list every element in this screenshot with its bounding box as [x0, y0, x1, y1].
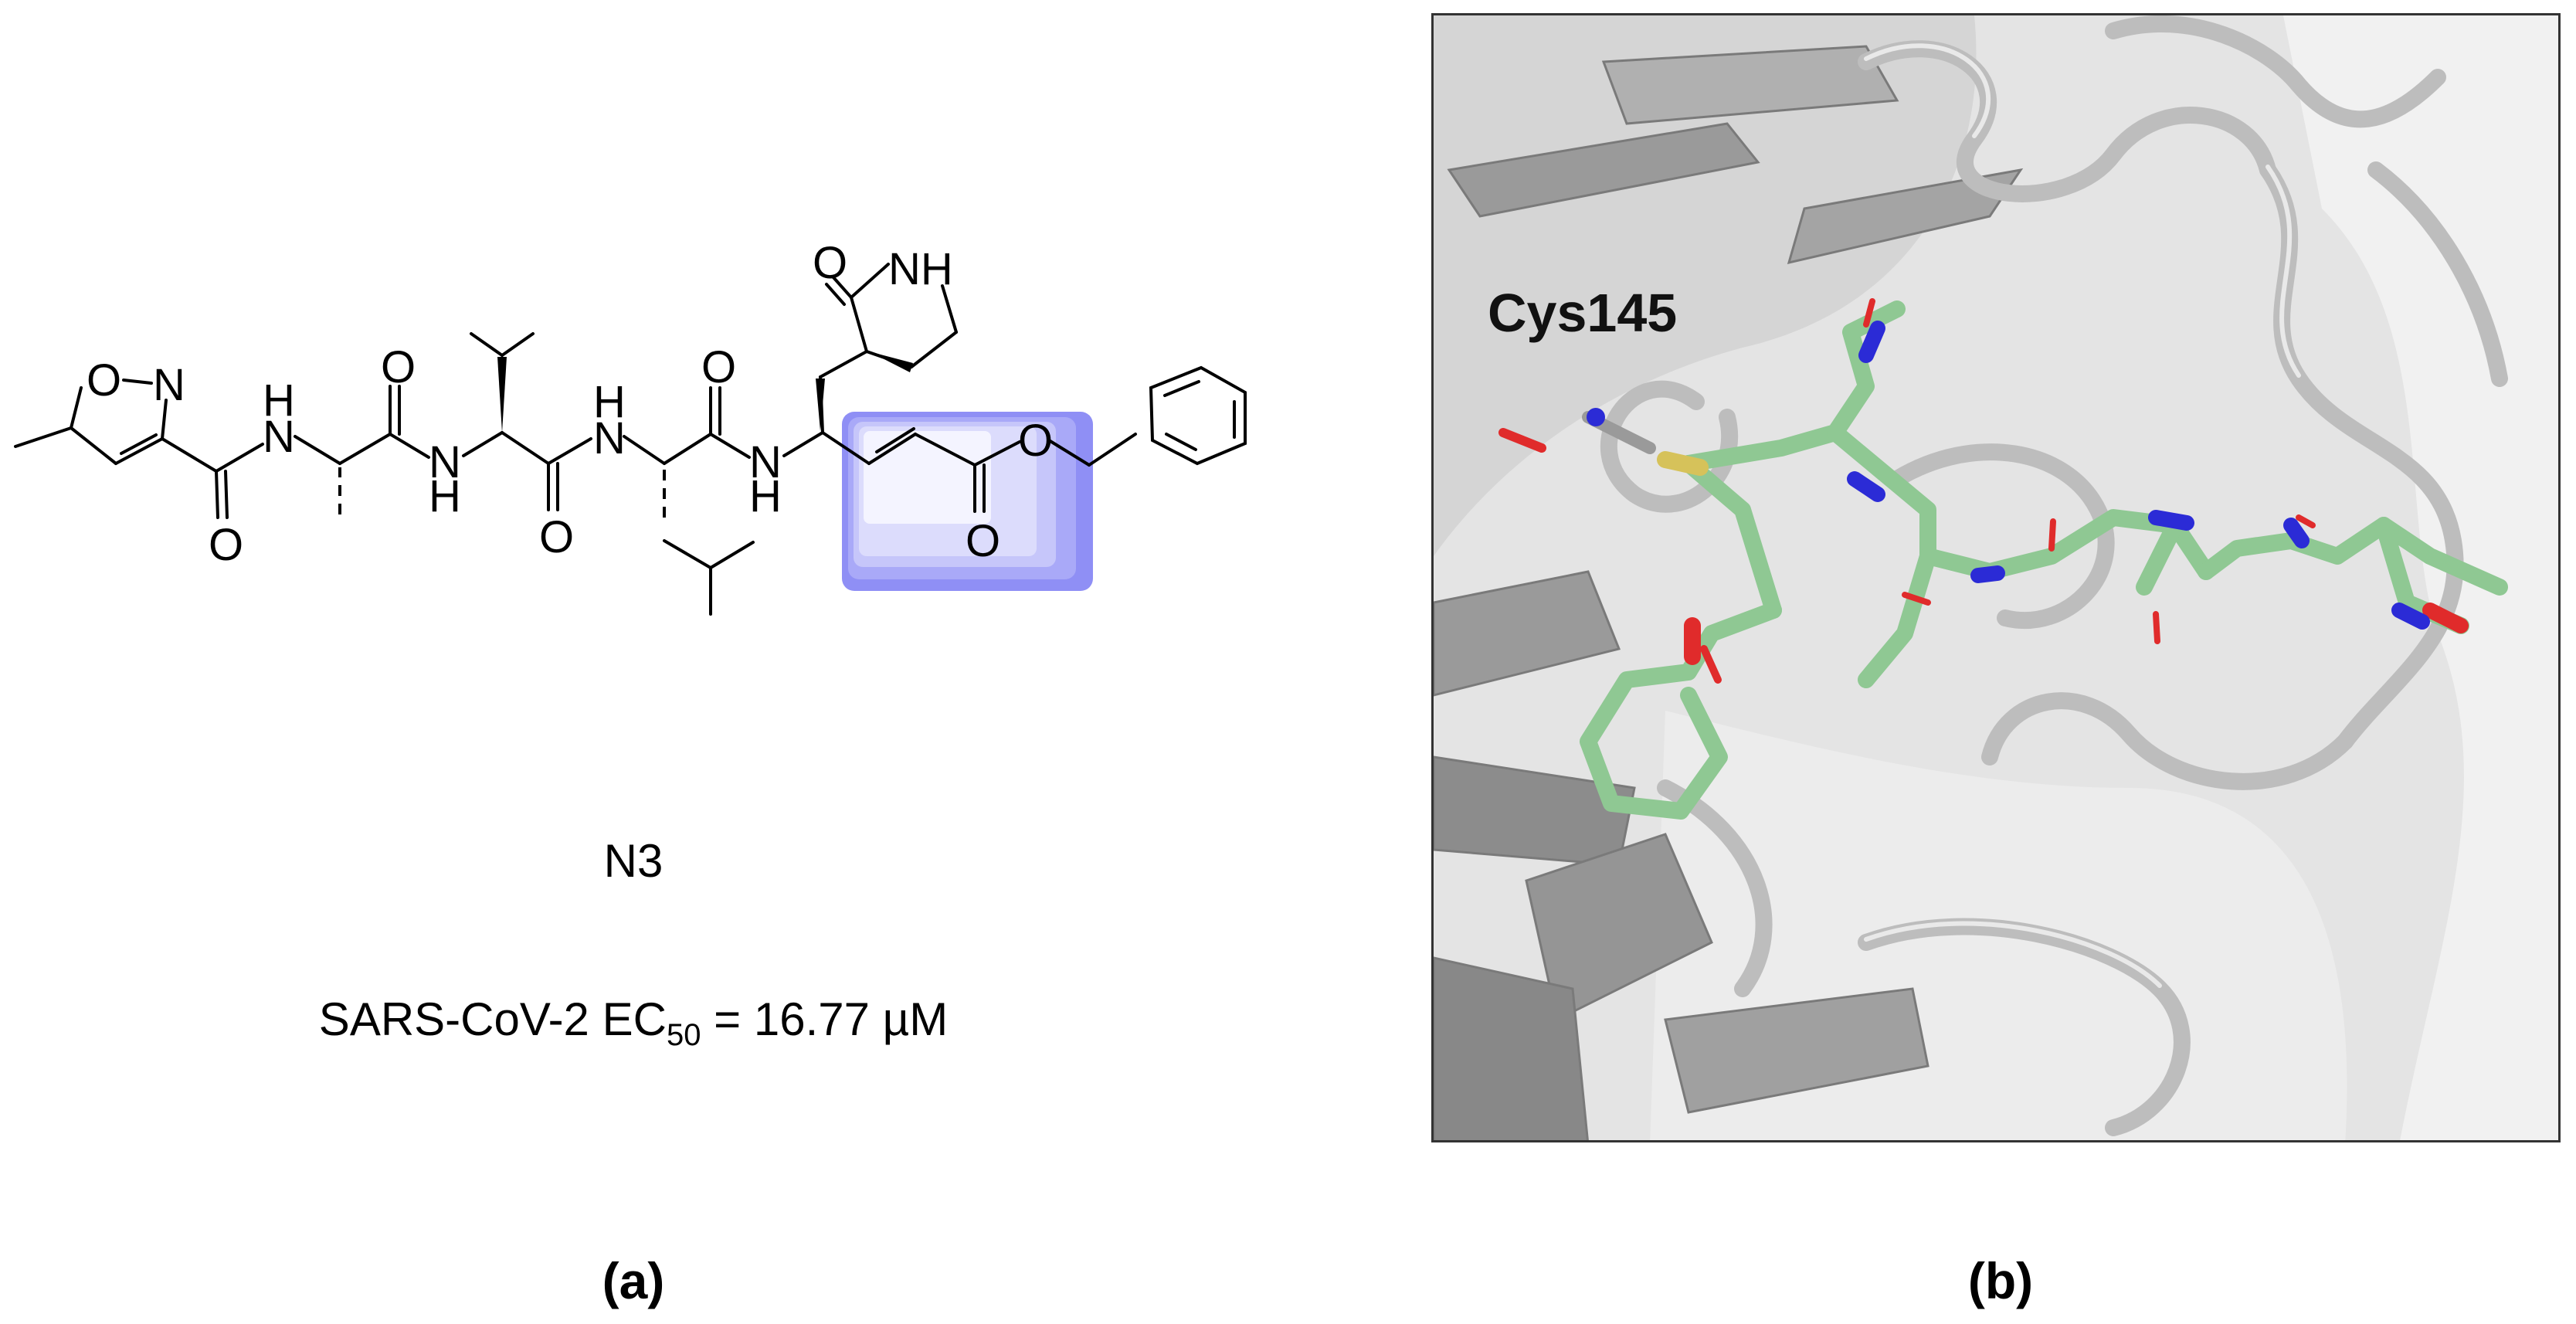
svg-text:O: O	[966, 516, 1000, 566]
ec50-text: SARS-CoV-2 EC50 = 16.77 µM	[232, 993, 1035, 1053]
svg-text:H: H	[593, 377, 626, 427]
warhead-highlight	[842, 412, 1093, 591]
svg-text:O: O	[701, 342, 736, 392]
svg-text:N: N	[429, 437, 461, 487]
svg-text:O: O	[209, 520, 243, 570]
stereo-bonds	[338, 351, 913, 518]
panel-b-label: (b)	[1967, 1252, 2034, 1309]
cys145-residue	[1498, 408, 1656, 454]
svg-text:N: N	[153, 360, 185, 410]
svg-text:O: O	[1018, 416, 1053, 466]
binding-pose-image: Cys145	[1431, 13, 2561, 1142]
ec50-subscript: 50	[666, 1018, 701, 1052]
ec50-value: = 16.77 µM	[701, 993, 949, 1045]
svg-text:N: N	[749, 437, 782, 487]
protein-loops	[1600, 15, 2508, 1136]
protein-ligand-render	[1434, 15, 2558, 1140]
svg-text:H: H	[749, 471, 782, 521]
cys145-label: Cys145	[1488, 283, 1678, 343]
svg-text:O: O	[87, 355, 121, 406]
svg-text:N: N	[263, 412, 295, 462]
svg-text:H: H	[429, 471, 461, 521]
protein-cartoon	[1434, 45, 2024, 1140]
svg-text:O: O	[381, 342, 416, 392]
svg-text:O: O	[813, 238, 847, 288]
compound-name: N3	[603, 835, 664, 887]
ligand-heteroatoms	[1657, 298, 2469, 684]
ec50-prefix: SARS-CoV-2 EC	[318, 993, 667, 1045]
svg-text:N: N	[593, 413, 626, 463]
atom-labels: O N H N O O N H O H N O N H O NH O O	[87, 238, 1053, 570]
n3-structure-diagram: O N H N O O N H O H N O N H O NH O O	[14, 238, 1247, 616]
svg-text:O: O	[539, 512, 574, 562]
svg-text:NH: NH	[888, 244, 953, 294]
panel-a-label: (a)	[602, 1252, 665, 1309]
svg-text:H: H	[263, 375, 295, 426]
bonds	[14, 263, 1247, 616]
